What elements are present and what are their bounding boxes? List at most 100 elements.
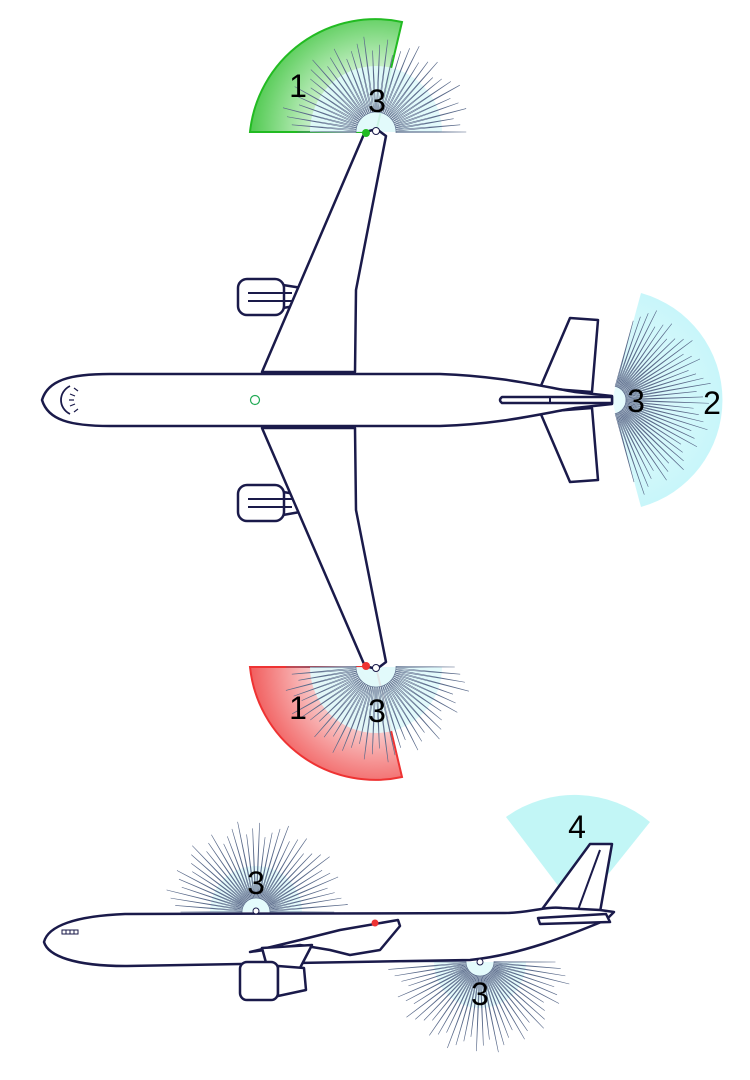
strobe-ray xyxy=(625,377,704,398)
strobe-ray xyxy=(625,399,709,404)
side-cockpit-windows xyxy=(61,929,79,935)
strobe-ray xyxy=(390,678,442,721)
strobe-ray xyxy=(263,838,307,902)
strobe-ray xyxy=(175,905,243,912)
strobe-ray xyxy=(257,832,273,899)
strobe-ray xyxy=(624,358,701,395)
strobe-ray xyxy=(614,413,635,483)
strobe-ray xyxy=(227,836,252,900)
strobe-ray xyxy=(192,845,248,903)
strobe-ray xyxy=(264,853,304,902)
strobe-ray xyxy=(269,904,348,912)
strobe-ray xyxy=(622,340,693,393)
strobe-ray xyxy=(623,355,692,395)
strobe-ray xyxy=(318,679,363,722)
strobe-ray xyxy=(622,407,683,453)
strobe-ray xyxy=(379,686,396,756)
strobe-ray xyxy=(283,107,358,129)
strobe-ray xyxy=(327,66,366,117)
strobe-ray xyxy=(447,974,476,1049)
strobe-ray xyxy=(625,400,694,409)
upper-strobe-label: 3 xyxy=(247,865,265,901)
strobe-ray xyxy=(488,972,530,1023)
strobe-ray xyxy=(372,50,377,113)
strobe-ray xyxy=(491,968,544,1003)
cockpit-windows xyxy=(60,385,71,415)
strobe-ray xyxy=(432,972,472,1021)
strobe-ray xyxy=(485,974,513,1031)
strobe-ray xyxy=(616,313,649,388)
strobe-ray xyxy=(231,828,253,900)
strobe-ray xyxy=(291,667,357,675)
strobe-ray xyxy=(493,961,556,963)
strobe-ray xyxy=(621,338,676,392)
strobe-ray xyxy=(383,46,420,115)
strobe-ray xyxy=(267,869,323,906)
strobe-ray xyxy=(619,323,673,390)
strobe-ray xyxy=(389,77,434,120)
strobe-ray xyxy=(176,870,245,907)
strobe-ray xyxy=(394,963,467,977)
strobe-ray xyxy=(310,69,363,120)
strobe-ray xyxy=(386,682,425,733)
side-horizontal-stabilizer xyxy=(536,912,612,926)
tail-light-sector xyxy=(612,293,723,507)
strobe-ray xyxy=(291,124,357,132)
strobe-ray xyxy=(617,310,657,389)
strobe-ray xyxy=(619,410,667,481)
strobe-ray xyxy=(382,684,406,741)
strobe-ray xyxy=(487,972,528,1032)
strobe-ray xyxy=(390,78,442,121)
right-wing xyxy=(260,426,388,670)
strobe-ray xyxy=(363,36,375,113)
strobe-ray xyxy=(625,396,703,401)
strobe-ray xyxy=(620,338,668,391)
strobe-ray xyxy=(329,57,367,116)
strobe-ray xyxy=(394,108,467,129)
strobe-ray xyxy=(470,975,480,1037)
strobe-ray xyxy=(350,51,372,114)
strobe-ray xyxy=(625,383,711,399)
strobe-ray xyxy=(170,897,243,911)
strobe-ray xyxy=(380,51,402,114)
strobe-ray xyxy=(489,970,545,1020)
strobe-ray xyxy=(618,411,654,471)
strobe-ray xyxy=(624,403,708,431)
right-horizontal-stabilizer xyxy=(538,406,600,484)
strobe-ray xyxy=(625,391,697,400)
strobe-ray xyxy=(625,401,699,415)
strobe-ray xyxy=(301,674,359,701)
strobe-ray xyxy=(237,821,255,899)
strobe-ray xyxy=(259,828,281,900)
strobe-ray xyxy=(178,878,244,908)
strobe-ray xyxy=(491,967,560,1004)
strobe-ray xyxy=(623,405,698,448)
left-strobe-dot xyxy=(372,127,380,135)
strobe-ray xyxy=(481,975,499,1053)
strobe-ray xyxy=(246,834,256,899)
strobe-ray xyxy=(388,681,440,740)
strobe-ray xyxy=(332,683,367,737)
strobe-ray xyxy=(363,686,375,760)
strobe-ray xyxy=(256,837,266,899)
tail-cone xyxy=(498,395,614,405)
strobe-ray xyxy=(446,974,475,1033)
strobe-ray xyxy=(620,409,670,464)
strobe-ray xyxy=(268,876,339,908)
strobe-ray xyxy=(401,964,467,982)
side-beacon-dot xyxy=(371,919,379,927)
strobe-ray xyxy=(287,116,357,130)
side-engine xyxy=(238,943,314,1002)
strobe-ray xyxy=(618,326,656,389)
strobe-ray xyxy=(269,892,335,910)
strobe-ray xyxy=(191,863,246,905)
strobe-ray xyxy=(266,856,330,905)
left-strobe-label: 3 xyxy=(368,83,386,119)
strobe-ray xyxy=(391,81,451,122)
strobe-ray xyxy=(298,104,358,127)
strobe-ray xyxy=(389,679,442,730)
strobe-ray xyxy=(314,681,364,738)
strobe-ray xyxy=(621,408,684,462)
strobe-ray xyxy=(312,59,364,118)
strobe-ray xyxy=(616,412,649,487)
